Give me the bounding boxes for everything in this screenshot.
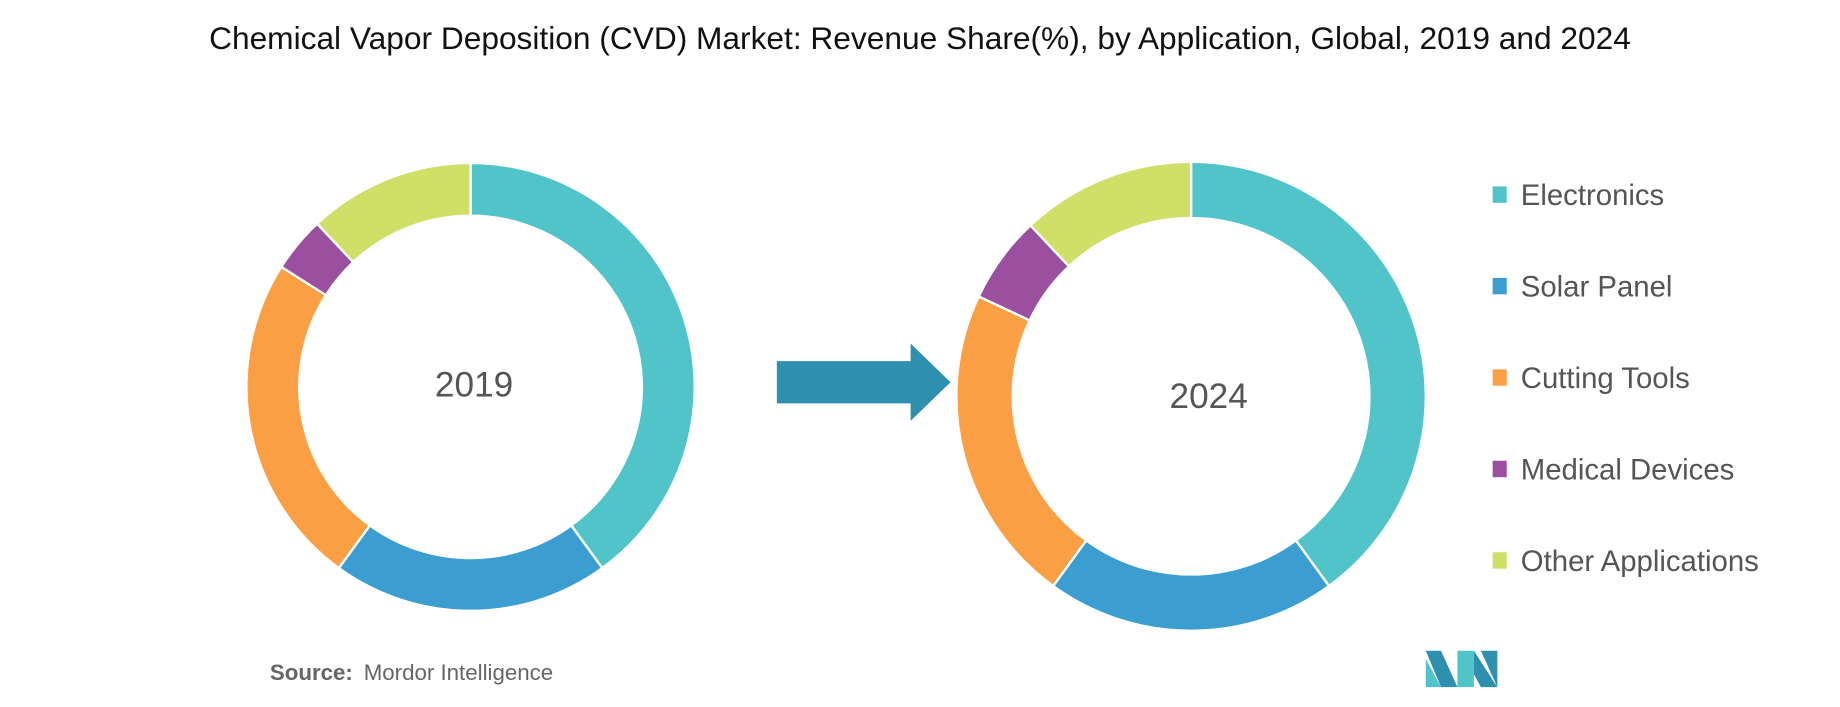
slice-2019-electronics [469, 161, 696, 570]
legend-swatch [1492, 552, 1507, 569]
donut-2019 [245, 161, 696, 612]
legend-item: Solar Panel [1521, 271, 1673, 304]
legend-item: Cutting Tools [1521, 362, 1690, 395]
slice-2024-cutting-tools [955, 294, 1088, 588]
legend-swatch [1492, 460, 1507, 478]
donut-2024 [955, 160, 1427, 632]
slice-2024-solar-panel [1051, 538, 1331, 632]
donut-label-2019: 2019 [435, 365, 513, 404]
slice-2024-other-applications [1028, 160, 1193, 269]
source-label: Source: [270, 660, 353, 685]
slice-2019-cutting-tools [245, 265, 372, 570]
slice-2024-electronics [1189, 160, 1427, 588]
chart-title: Chemical Vapor Deposition (CVD) Market: … [209, 20, 1631, 56]
slice-2019-other-applications [315, 161, 472, 264]
legend-swatch [1492, 186, 1507, 203]
legend-swatch [1492, 369, 1507, 386]
slice-2019-solar-panel [337, 523, 604, 612]
mordor-logo [1425, 650, 1498, 688]
legend-item: Electronics [1521, 179, 1664, 212]
legend-item: Medical Devices [1521, 454, 1734, 487]
legend-item: Other Applications [1521, 545, 1759, 578]
donut-label-2024: 2024 [1170, 377, 1248, 416]
source-text: Source: Mordor Intelligence [270, 660, 553, 685]
arrow-icon [776, 343, 951, 421]
legend-swatch [1492, 277, 1507, 295]
source-value: Mordor Intelligence [364, 660, 553, 685]
